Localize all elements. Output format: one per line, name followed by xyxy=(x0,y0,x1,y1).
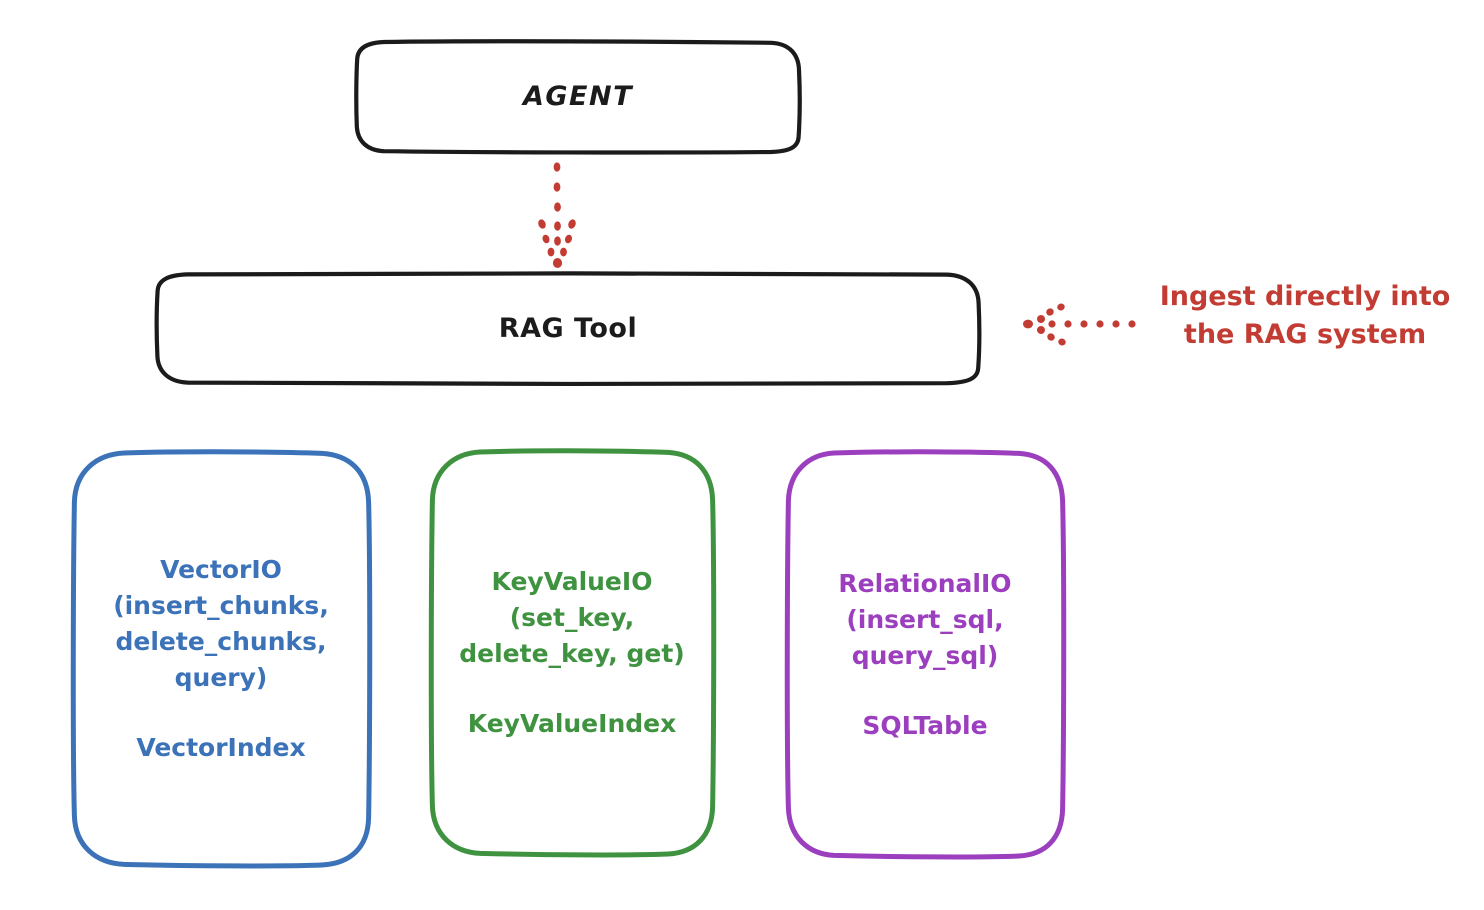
rag-tool-label: RAG Tool xyxy=(498,312,638,344)
vector-io-node[interactable]: VectorIO (insert_chunks, delete_chunks, … xyxy=(70,449,373,869)
relational-io-index-label: SQLTable xyxy=(862,710,988,740)
rag-tool-node-outline xyxy=(154,271,982,387)
rag-tool-label-stack: RAG Tool xyxy=(155,313,981,344)
relational-io-label-stack: RelationalIO (insert_sql, query_sql) SQL… xyxy=(784,566,1066,744)
ingest-annotation-text: Ingest directly into the RAG system xyxy=(1159,281,1451,350)
vector-io-node-outline xyxy=(70,449,373,869)
relational-io-node[interactable]: RelationalIO (insert_sql, query_sql) SQL… xyxy=(784,449,1067,860)
keyvalue-io-label-stack: KeyValueIO (set_key, delete_key, get) Ke… xyxy=(428,564,716,742)
agent-node-outline xyxy=(354,39,802,155)
keyvalue-io-node-outline xyxy=(428,448,717,858)
keyvalue-io-node[interactable]: KeyValueIO (set_key, delete_key, get) Ke… xyxy=(428,448,717,858)
agent-label-stack: AGENT xyxy=(355,81,801,112)
agent-node[interactable]: AGENT xyxy=(354,39,802,155)
vector-io-label-stack: VectorIO (insert_chunks, delete_chunks, … xyxy=(70,552,372,766)
keyvalue-io-index-label: KeyValueIndex xyxy=(467,709,677,738)
relational-io-interface-label: RelationalIO (insert_sql, query_sql) xyxy=(838,568,1012,670)
ingest-arrow-icon xyxy=(1023,303,1136,346)
agent-label: AGENT xyxy=(522,81,633,112)
relational-io-node-outline xyxy=(784,449,1067,860)
vector-io-index-label: VectorIndex xyxy=(136,733,306,762)
keyvalue-io-interface-label: KeyValueIO (set_key, delete_key, get) xyxy=(459,567,685,668)
agent-to-rag-connector xyxy=(538,162,576,268)
vector-io-interface-label: VectorIO (insert_chunks, delete_chunks, … xyxy=(113,555,329,692)
rag-tool-node[interactable]: RAG Tool xyxy=(154,271,982,387)
